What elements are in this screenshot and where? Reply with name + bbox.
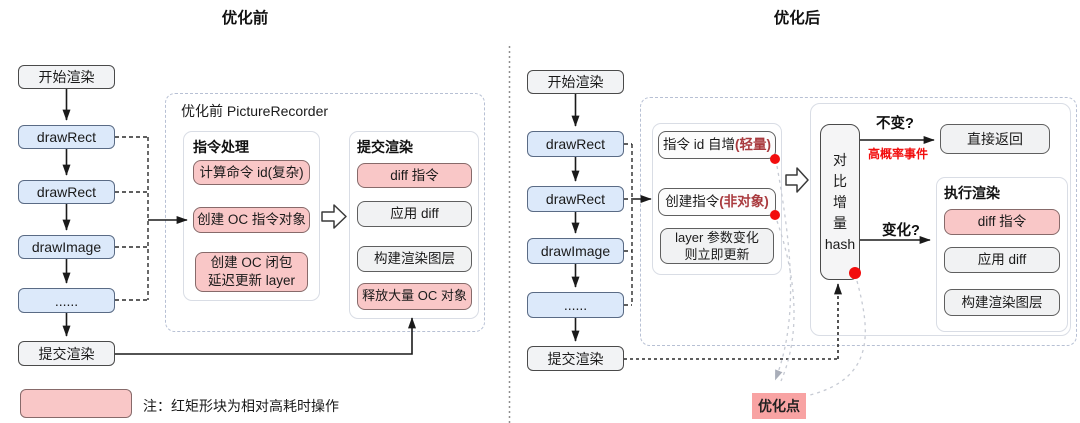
flow-node-drawrect-2: drawRect: [18, 180, 115, 204]
hash-compare-box: 对 比 增 量 hash: [820, 124, 860, 280]
recorder-container: [165, 93, 485, 332]
flow-node-drawrect-1: drawRect: [18, 125, 115, 149]
red-dot-1: [770, 154, 780, 164]
hollow-arrow-left: [321, 204, 347, 229]
flow-node-drawimage: drawImage: [18, 235, 115, 259]
flow-node-drawrect-1-r: drawRect: [527, 131, 624, 157]
pill-diff-cmd-r: diff 指令: [944, 209, 1060, 235]
pill-apply-diff: 应用 diff: [357, 201, 472, 227]
legend-swatch: [20, 389, 132, 418]
flow-node-ellipsis-r: ......: [527, 292, 624, 318]
pill-create-oc-closure: 创建 OC 闭包 延迟更新 layer: [195, 252, 308, 292]
flow-node-submit-r: 提交渲染: [527, 346, 624, 371]
pill-create-cmd: 创建指令(非对象): [658, 188, 776, 216]
branch-changed-label: 变化?: [882, 223, 920, 239]
flow-node-drawrect-2-r: drawRect: [527, 186, 624, 212]
legend-note: 注：红矩形块为相对高耗时操作: [143, 398, 339, 414]
red-dot-2: [770, 210, 780, 220]
exec-group-title: 执行渲染: [944, 185, 1000, 201]
cmd-group-title: 指令处理: [193, 139, 249, 155]
pill-cmd-id-increment: 指令 id 自增(轻量): [658, 131, 776, 159]
pill-create-oc-object: 创建 OC 指令对象: [193, 207, 310, 233]
left-panel-title: 优化前: [221, 10, 269, 27]
pill-layer-param-change: layer 参数变化 则立即更新: [660, 228, 774, 264]
hollow-arrow-right: [785, 167, 809, 193]
pill-diff-cmd: diff 指令: [357, 163, 472, 188]
right-panel-title: 优化后: [773, 10, 821, 27]
pill-direct-return: 直接返回: [940, 124, 1050, 154]
pill-release-oc: 释放大量 OC 对象: [357, 283, 472, 310]
submit-group-title: 提交渲染: [357, 139, 413, 155]
flow-node-start: 开始渲染: [18, 65, 115, 89]
red-dot-hash: [849, 267, 861, 279]
branch-unchanged-note: 高概率事件: [868, 147, 929, 161]
pill-build-layer-r: 构建渲染图层: [944, 289, 1060, 316]
flow-node-ellipsis: ......: [18, 288, 115, 313]
branch-unchanged-label: 不变?: [876, 116, 914, 132]
pill-compute-id: 计算命令 id(复杂): [193, 160, 310, 185]
optimize-point-tag: 优化点: [752, 393, 806, 419]
pill-apply-diff-r: 应用 diff: [944, 247, 1060, 273]
recorder-label: 优化前 PictureRecorder: [181, 103, 329, 119]
flow-node-submit: 提交渲染: [18, 341, 115, 366]
flow-node-drawimage-r: drawImage: [527, 238, 624, 264]
optimized-container: [640, 97, 1077, 346]
pill-build-layer: 构建渲染图层: [357, 246, 472, 272]
flow-node-start-r: 开始渲染: [527, 70, 624, 94]
